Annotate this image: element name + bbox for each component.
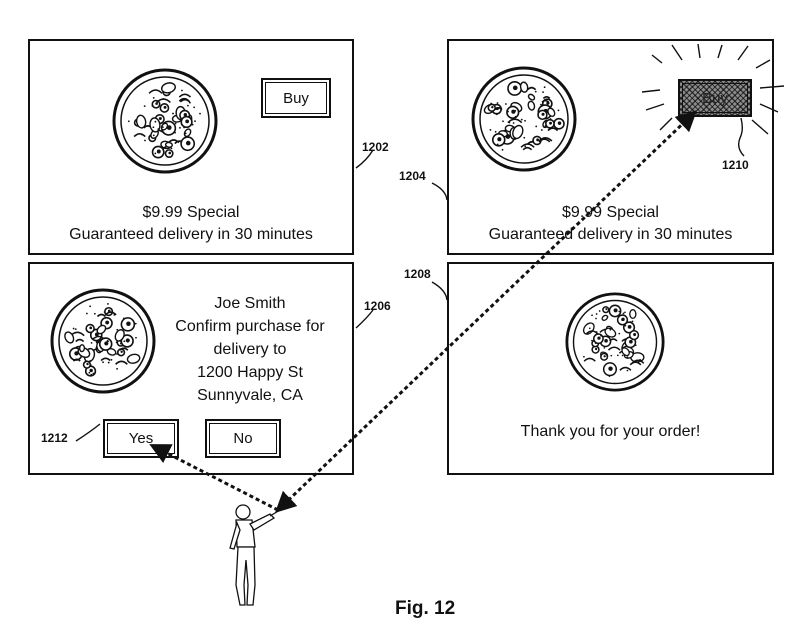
- ref-label-1204: 1204: [399, 169, 426, 183]
- ref-label-1208: 1208: [404, 267, 431, 281]
- user-pointing-icon: [230, 505, 280, 605]
- ref-label-1212: 1212: [41, 431, 68, 445]
- ref-label-1210: 1210: [722, 158, 749, 172]
- glow-rays: [642, 44, 784, 134]
- ref-label-1206: 1206: [364, 299, 391, 313]
- figure-label: Fig. 12: [395, 598, 455, 620]
- ref-label-1202: 1202: [362, 140, 389, 154]
